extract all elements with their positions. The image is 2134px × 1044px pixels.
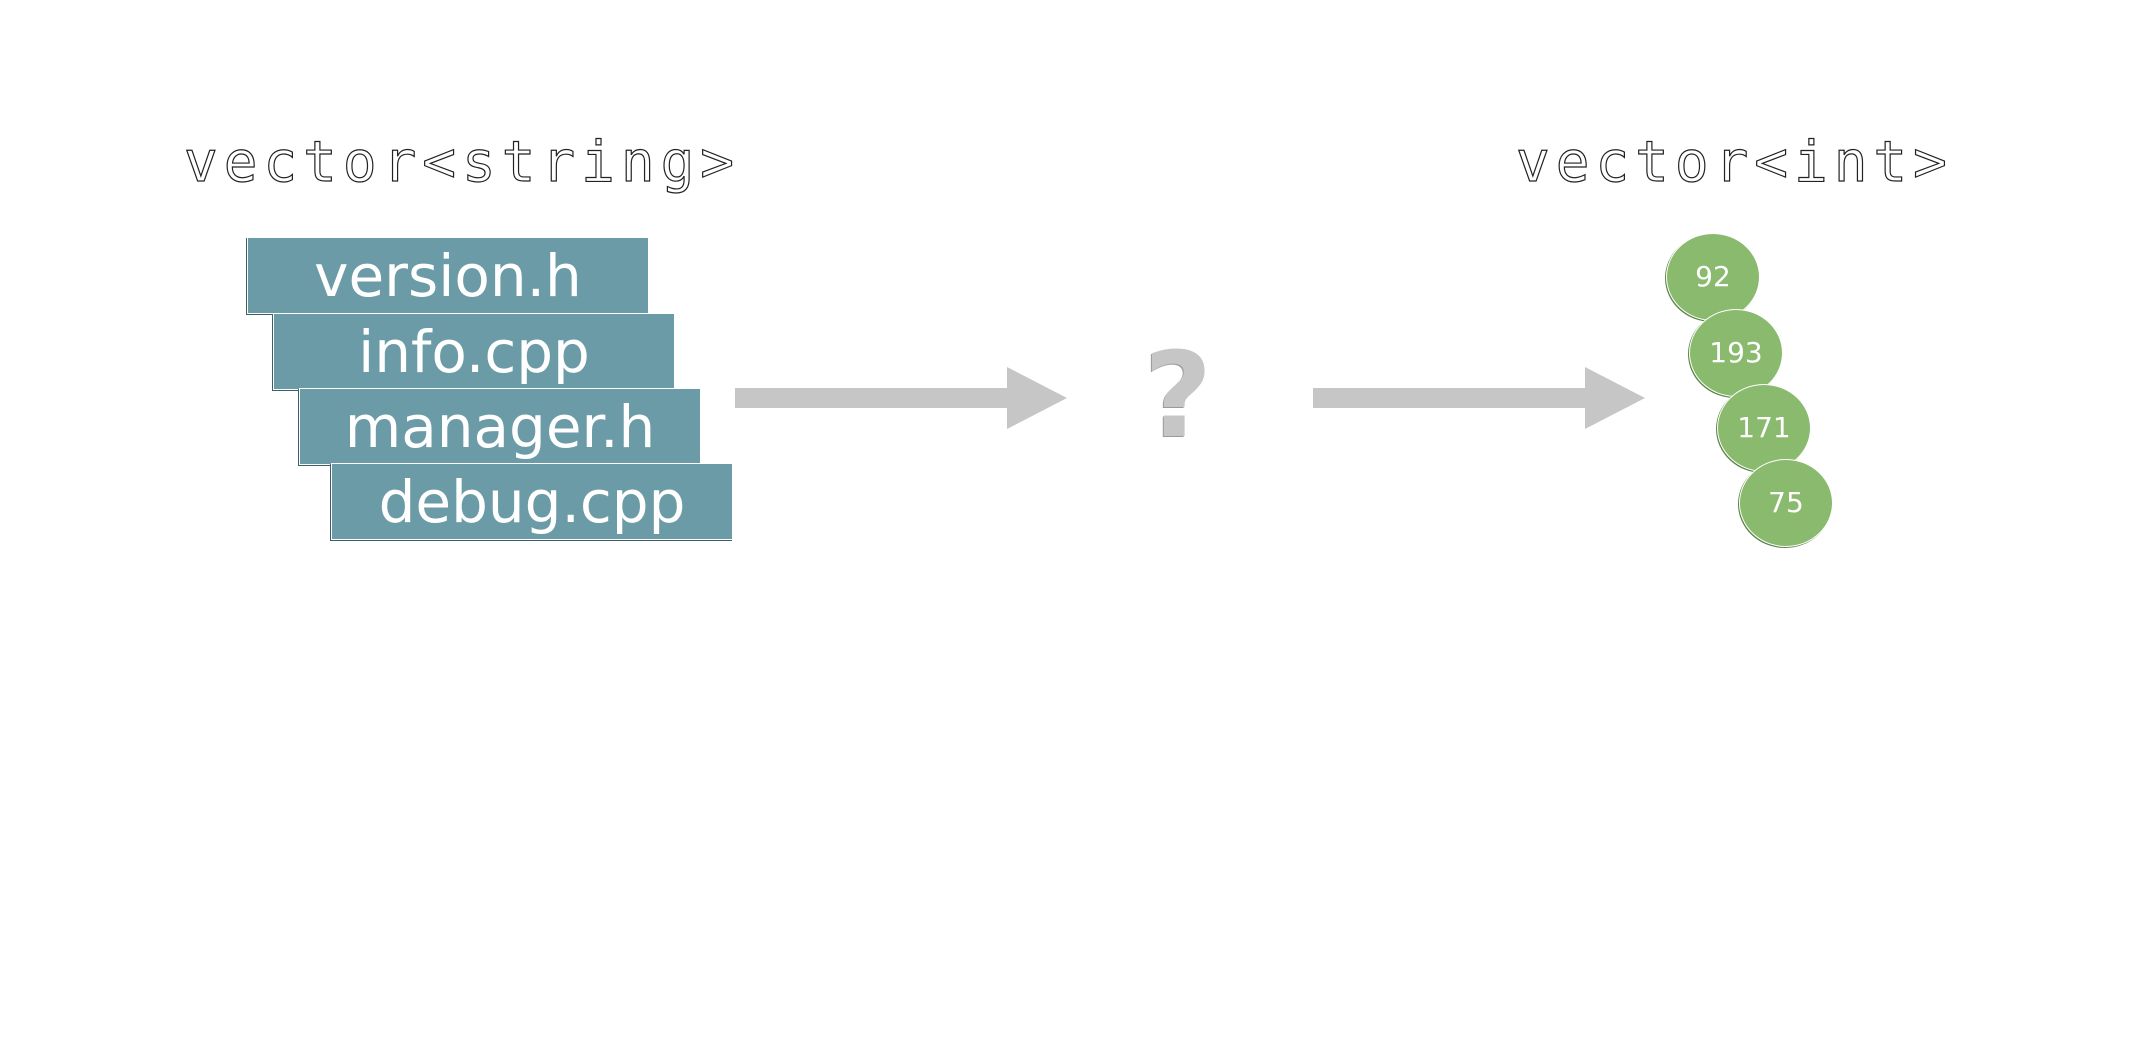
string-element-version-h: version.h bbox=[247, 237, 649, 314]
int-element-171: 171 bbox=[1717, 384, 1811, 472]
string-element-manager-h: manager.h bbox=[299, 388, 701, 465]
question-mark-icon: ? bbox=[1143, 326, 1213, 464]
int-element-75: 75 bbox=[1739, 459, 1833, 547]
vector-string-label: vector<string> bbox=[183, 129, 741, 195]
int-element-193: 193 bbox=[1689, 309, 1783, 397]
string-element-info-cpp: info.cpp bbox=[273, 313, 675, 390]
int-element-92: 92 bbox=[1666, 233, 1760, 321]
arrow-right-icon bbox=[735, 367, 1067, 429]
arrow-right-icon bbox=[1313, 367, 1645, 429]
vector-int-label: vector<int> bbox=[1515, 129, 1953, 195]
string-element-debug-cpp: debug.cpp bbox=[331, 463, 733, 540]
